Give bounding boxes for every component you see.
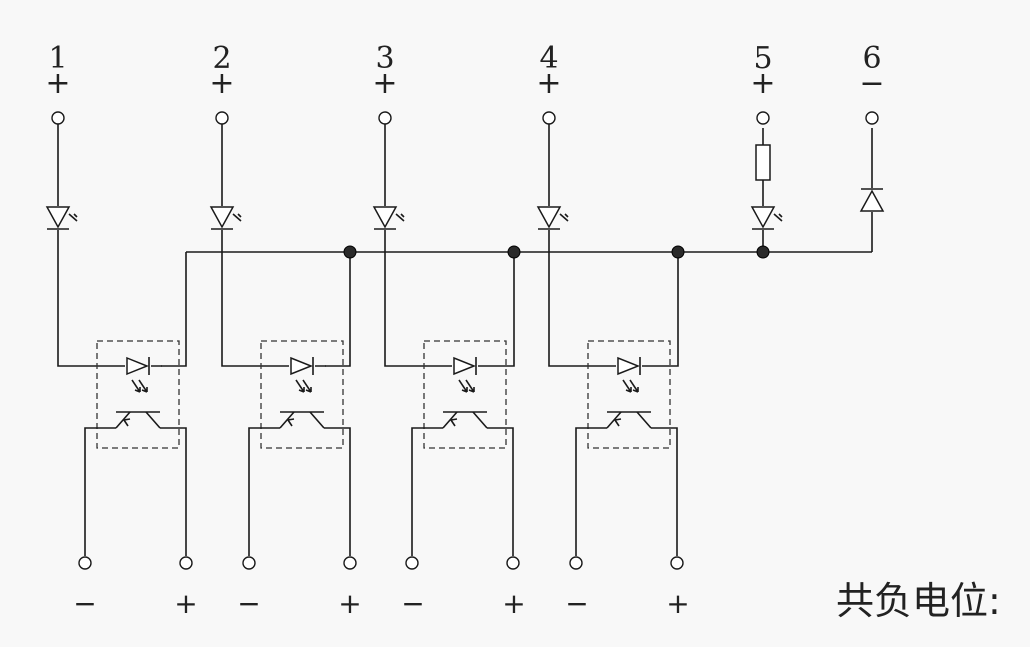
junction-node [507,245,521,259]
output-1-minus-label: − [73,587,96,620]
common-negative-caption: 共负电位: [836,579,1001,623]
input-5-terminal [756,111,770,125]
output-1-plus-label: + [174,587,197,620]
optocoupler-1-diode [126,356,150,376]
input-5-number: 5 [753,41,772,76]
input-3-number: 3 [375,41,394,76]
resistor-5 [755,144,771,181]
led-1-light-rays [68,213,78,222]
input-1-terminal [51,111,65,125]
optocoupler-4-emitter-arrow [614,418,622,427]
input-3-wire [384,124,489,367]
led-5 [750,206,783,230]
output-4-plus-label: + [666,587,689,620]
input-4-wire [548,124,653,367]
junction-node [671,245,685,259]
led-2 [209,206,235,229]
output-1-minus-terminal [78,556,92,570]
output-1-plus-wire [160,427,187,556]
led-4 [536,206,562,229]
output-4-plus-wire [651,427,678,556]
input-2-wire [221,124,326,367]
output-3-minus-terminal [405,556,419,570]
input-1-wire [57,124,162,367]
input-4-terminal [542,111,556,125]
optocoupler-1-transistor-legs [115,411,161,429]
optocoupler-3-light-arrows [458,379,475,393]
input-6-terminal [865,111,879,125]
input-2-sign: + [209,66,234,101]
input-3-terminal [378,111,392,125]
optocoupler-4-light-arrows [622,379,639,393]
input-1-number: 1 [48,41,67,76]
optocoupler-2-emitter-arrow [287,418,295,427]
optocoupler-4-box [587,340,671,449]
led-3 [372,206,398,229]
bus-to-opto-3-wire [489,252,515,367]
junction-node [756,245,770,259]
optocoupler-1-box [96,340,180,449]
input-3-sign: + [372,66,397,101]
output-1-minus-wire [84,427,116,556]
led-2-light-rays [232,213,242,222]
bus-to-opto-2-wire [325,252,351,367]
input-4-number: 4 [539,41,558,76]
output-4-minus-terminal [569,556,583,570]
output-4-minus-wire [575,427,607,556]
optocoupler-2-diode [290,356,314,376]
output-2-plus-label: + [338,587,361,620]
optocoupler-1-light-arrows [131,379,148,393]
output-3-plus-label: + [502,587,525,620]
led-4-light-rays [559,213,569,222]
output-2-plus-terminal [343,556,357,570]
led-1 [45,206,71,229]
junction-node [343,245,357,259]
input-2-number: 2 [212,41,231,76]
output-2-plus-wire [324,427,351,556]
optocoupler-4-transistor-legs [606,411,652,429]
input-2-terminal [215,111,229,125]
output-4-plus-terminal [670,556,684,570]
output-4-minus-label: − [565,587,588,620]
output-2-minus-label: − [237,587,260,620]
input-5-sign: + [750,66,775,101]
output-3-minus-wire [411,427,443,556]
optocoupler-3-transistor-legs [442,411,488,429]
input-6-sign: − [859,66,884,101]
optocoupler-1-emitter-arrow [123,418,131,427]
output-3-plus-wire [487,427,514,556]
optocoupler-3-diode [453,356,477,376]
bus-to-opto-4-wire [653,252,679,367]
optocoupler-2-box [260,340,344,449]
optocoupler-4-diode [617,356,641,376]
output-2-minus-wire [248,427,280,556]
optocoupler-3-emitter-arrow [450,418,458,427]
input-6-number: 6 [862,41,881,76]
bus-to-opto-1-wire [161,252,187,367]
output-2-minus-terminal [242,556,256,570]
output-3-minus-label: − [401,587,424,620]
diode-6 [859,188,885,212]
led-3-light-rays [395,213,405,222]
optocoupler-3-box [423,340,507,449]
optocoupler-2-transistor-legs [279,411,325,429]
output-3-plus-terminal [506,556,520,570]
output-1-plus-terminal [179,556,193,570]
optocoupler-2-light-arrows [295,379,312,393]
input-4-sign: + [536,66,561,101]
input-1-sign: + [45,66,70,101]
